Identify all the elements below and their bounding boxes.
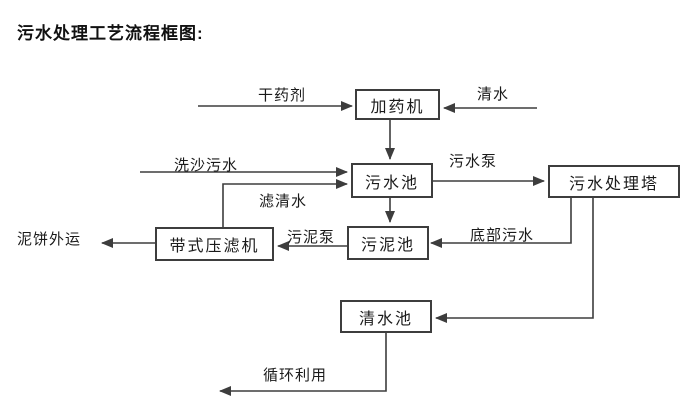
node-clean-water-pool: 清水池 xyxy=(340,300,432,333)
arrow-filtered-water-to-sewage-pool xyxy=(222,179,348,227)
diagram-title: 污水处理工艺流程框图: xyxy=(17,24,204,43)
label-sludge-pump: 污泥泵 xyxy=(287,229,336,246)
arrow-recycle-out xyxy=(219,333,387,396)
node-sludge-pool: 污泥池 xyxy=(347,226,429,260)
label-recycle: 循环利用 xyxy=(263,367,328,384)
label-dry-agent: 干药剂 xyxy=(258,87,307,104)
arrow-bottom-sewage-to-sludge-pool xyxy=(430,198,572,248)
node-belt-filter-press: 带式压滤机 xyxy=(155,227,274,261)
node-dosing-machine: 加药机 xyxy=(355,89,440,120)
label-mud-cake-out: 泥饼外运 xyxy=(17,231,82,248)
label-clean-water: 清水 xyxy=(477,86,510,103)
label-sand-washing-sewage: 洗沙污水 xyxy=(174,157,239,174)
label-bottom-sewage: 底部污水 xyxy=(470,227,535,244)
arrow-treatment-tower-to-clean-water-pool xyxy=(435,198,594,323)
label-sewage-pump: 污水泵 xyxy=(449,153,498,170)
node-sewage-pool: 污水池 xyxy=(351,163,433,198)
label-filtered-water: 滤清水 xyxy=(259,193,308,210)
node-treatment-tower: 污水处理塔 xyxy=(548,165,680,198)
